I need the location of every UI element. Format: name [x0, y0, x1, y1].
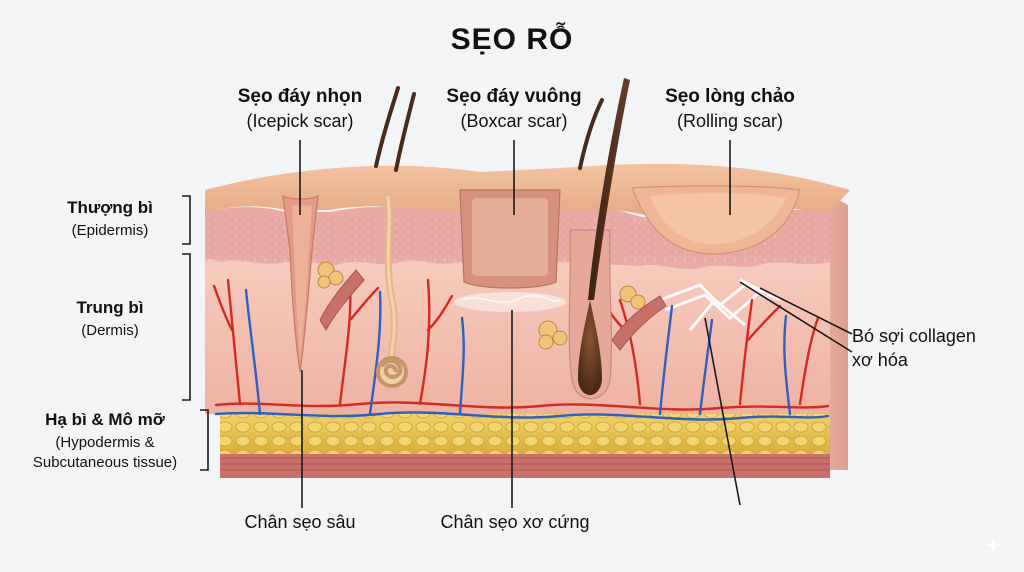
label-hypodermis-name: Hạ bì & Mô mỡ [10, 410, 200, 430]
label-epidermis-name: Thượng bì [40, 198, 180, 218]
label-dermis-name: Trung bì [40, 298, 180, 318]
label-hypodermis-english-2: Subcutaneous tissue) [10, 454, 200, 472]
diagram-title: SẸO RỖ [412, 22, 612, 58]
label-collagen-line2: xơ hóa [852, 350, 1002, 372]
label-icepick-name: Sẹo đáy nhọn [200, 86, 400, 109]
sparkle-icon [984, 536, 1002, 554]
label-boxcar-english: (Boxcar scar) [414, 111, 614, 133]
label-fibrous-base: Chân sẹo xơ cứng [420, 512, 610, 534]
label-boxcar-name: Sẹo đáy vuông [414, 86, 614, 109]
label-collagen-line1: Bó sợi collagen [852, 326, 1002, 348]
sweat-gland-coil [378, 358, 406, 386]
label-deep-base: Chân sẹo sâu [200, 512, 400, 534]
muscle-layer [220, 452, 830, 478]
label-hypodermis-english-1: (Hypodermis & [10, 434, 200, 452]
label-dermis-english: (Dermis) [40, 322, 180, 340]
label-epidermis-english: (Epidermis) [40, 222, 180, 240]
label-icepick-english: (Icepick scar) [200, 111, 400, 133]
label-rolling-name: Sẹo lòng chảo [630, 86, 830, 109]
label-rolling-english: (Rolling scar) [630, 111, 830, 133]
